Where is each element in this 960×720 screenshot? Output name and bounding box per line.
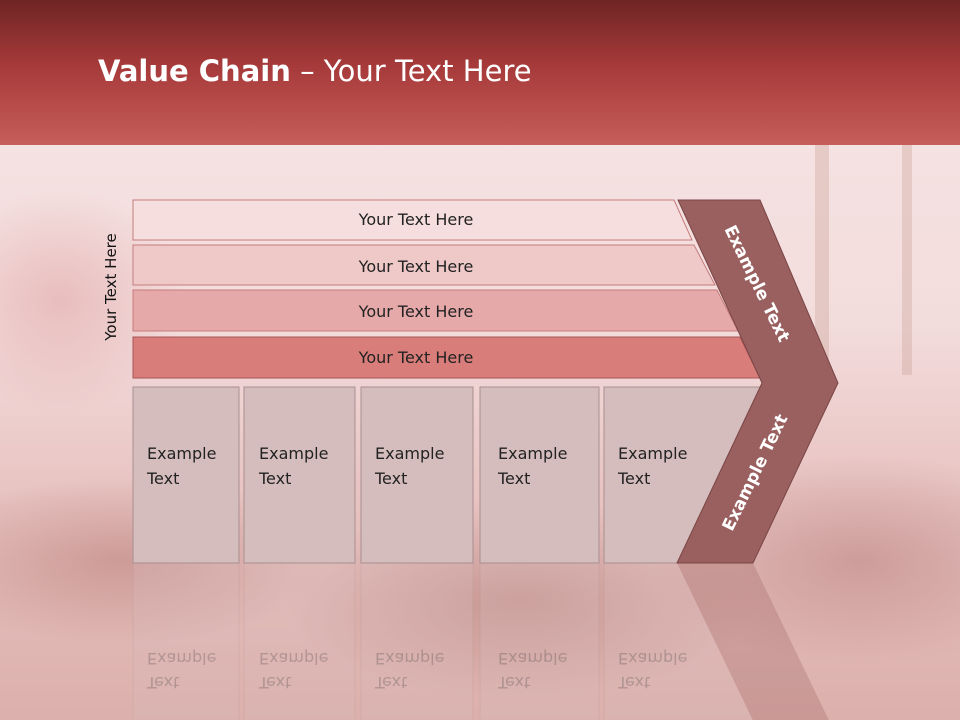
- reflect-label: Example: [259, 649, 328, 668]
- reflect-label: Example: [375, 649, 444, 668]
- reflect-label: Text: [617, 673, 650, 692]
- slide-title[interactable]: Value Chain – Your Text Here: [98, 54, 532, 88]
- title-bar: Value Chain – Your Text Here: [0, 0, 960, 145]
- activity-box-3[interactable]: [360, 386, 474, 564]
- title-bold: Value Chain: [98, 54, 291, 88]
- support-bar-2[interactable]: [132, 244, 716, 286]
- reflect-label: Example: [618, 649, 687, 668]
- support-bar-2-label: Your Text Here: [358, 257, 474, 276]
- support-bar-4-label: Your Text Here: [358, 348, 474, 367]
- support-bar-1[interactable]: [132, 199, 693, 241]
- activity-4-line1: Example: [498, 444, 567, 463]
- activity-5-line2: Text: [617, 469, 650, 488]
- support-bar-1-label: Your Text Here: [358, 210, 474, 229]
- activity-1-line2: Text: [146, 469, 179, 488]
- support-bars: Your Text Here Your Text Here Your Text …: [132, 199, 761, 379]
- support-bar-3-label: Your Text Here: [358, 302, 474, 321]
- activity-box-2[interactable]: [243, 386, 356, 564]
- reflection: [132, 562, 829, 720]
- activity-box-1[interactable]: [132, 386, 240, 564]
- reflect-label: Text: [497, 673, 530, 692]
- reflection-text: Text Example Text Example Text Example T…: [146, 649, 687, 692]
- activity-1-line1: Example: [147, 444, 216, 463]
- reflect-label: Text: [258, 673, 291, 692]
- reflect-label: Example: [147, 649, 216, 668]
- title-rest: – Your Text Here: [290, 54, 532, 88]
- primary-activities: Example Text Example Text Example Text E…: [132, 386, 763, 564]
- activity-box-4[interactable]: [479, 386, 600, 564]
- reflect-label: Example: [498, 649, 567, 668]
- reflect-label: Text: [146, 673, 179, 692]
- activity-2-line1: Example: [259, 444, 328, 463]
- activity-4-line2: Text: [497, 469, 530, 488]
- activity-2-line2: Text: [258, 469, 291, 488]
- activity-3-line2: Text: [374, 469, 407, 488]
- activity-5-line1: Example: [618, 444, 687, 463]
- activity-3-line1: Example: [375, 444, 444, 463]
- reflect-label: Text: [374, 673, 407, 692]
